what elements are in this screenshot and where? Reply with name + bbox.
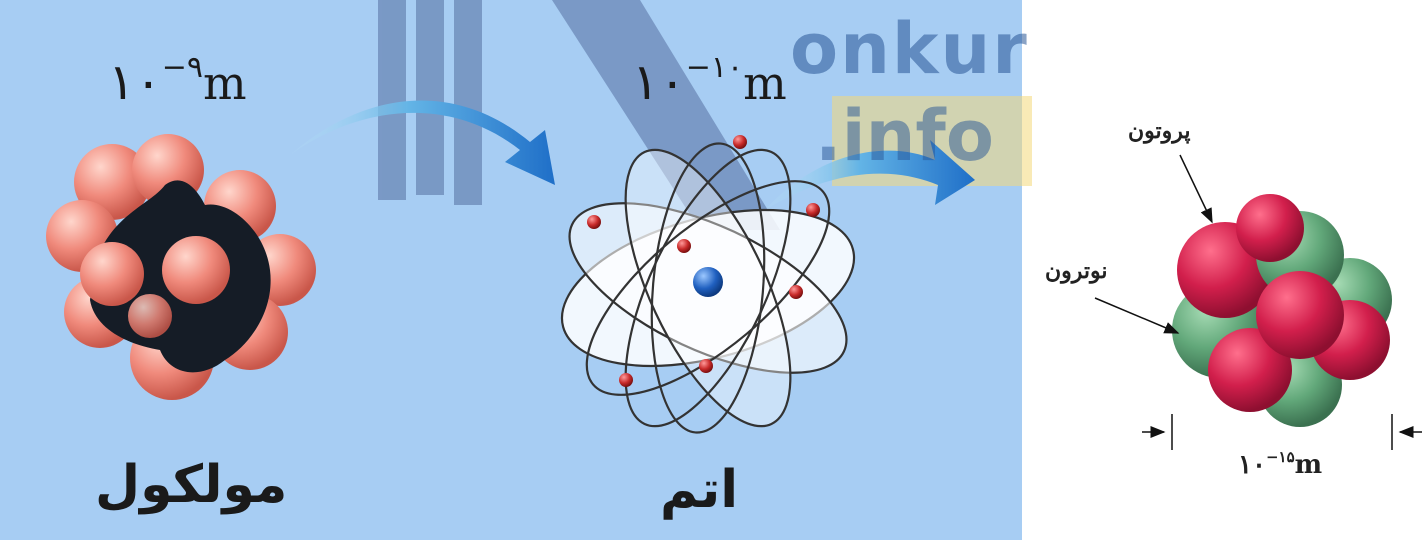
molecule-label: مولکول [95, 455, 288, 515]
watermark-text-line2: .info [815, 95, 994, 177]
atom-nucleus-icon [693, 267, 723, 297]
arrow-atom-to-nucleus [765, 140, 975, 210]
arrow-molecule-to-atom [290, 100, 555, 185]
atom-graphic [560, 135, 856, 434]
atom-scale-base: ۱۰ [632, 53, 686, 111]
molecule-scale-label: ۱۰−۹m [108, 50, 247, 111]
nucleus-graphic [1172, 194, 1392, 427]
neutron-pointer [1094, 297, 1180, 334]
electron-icons [587, 135, 820, 387]
nucleus-scale-base: ۱۰ [1238, 450, 1266, 480]
nucleus-scale-label: ۱۰−۱۵m [1238, 448, 1322, 480]
molecule-scale-unit: m [202, 56, 247, 110]
molecule-scale-base: ۱۰ [108, 53, 162, 111]
molecule-scale-exponent: −۹ [161, 50, 203, 85]
proton-pointer [1179, 154, 1213, 224]
nucleus-scale-exponent: −۱۵ [1265, 448, 1295, 466]
molecule-graphic [46, 134, 316, 400]
nucleus-scale-unit: m [1294, 450, 1323, 480]
atom-scale-unit: m [743, 56, 787, 110]
atom-scale-label: ۱۰−۱۰m [632, 50, 787, 111]
annotation-lines [1094, 154, 1422, 450]
watermark-text-line1: onkur [790, 8, 1029, 90]
neutron-label: نوترون [1045, 258, 1108, 284]
proton-label: پروتون [1128, 118, 1191, 144]
atom-scale-exponent: −۱۰ [685, 50, 744, 85]
atom-label: اتم [660, 460, 739, 520]
